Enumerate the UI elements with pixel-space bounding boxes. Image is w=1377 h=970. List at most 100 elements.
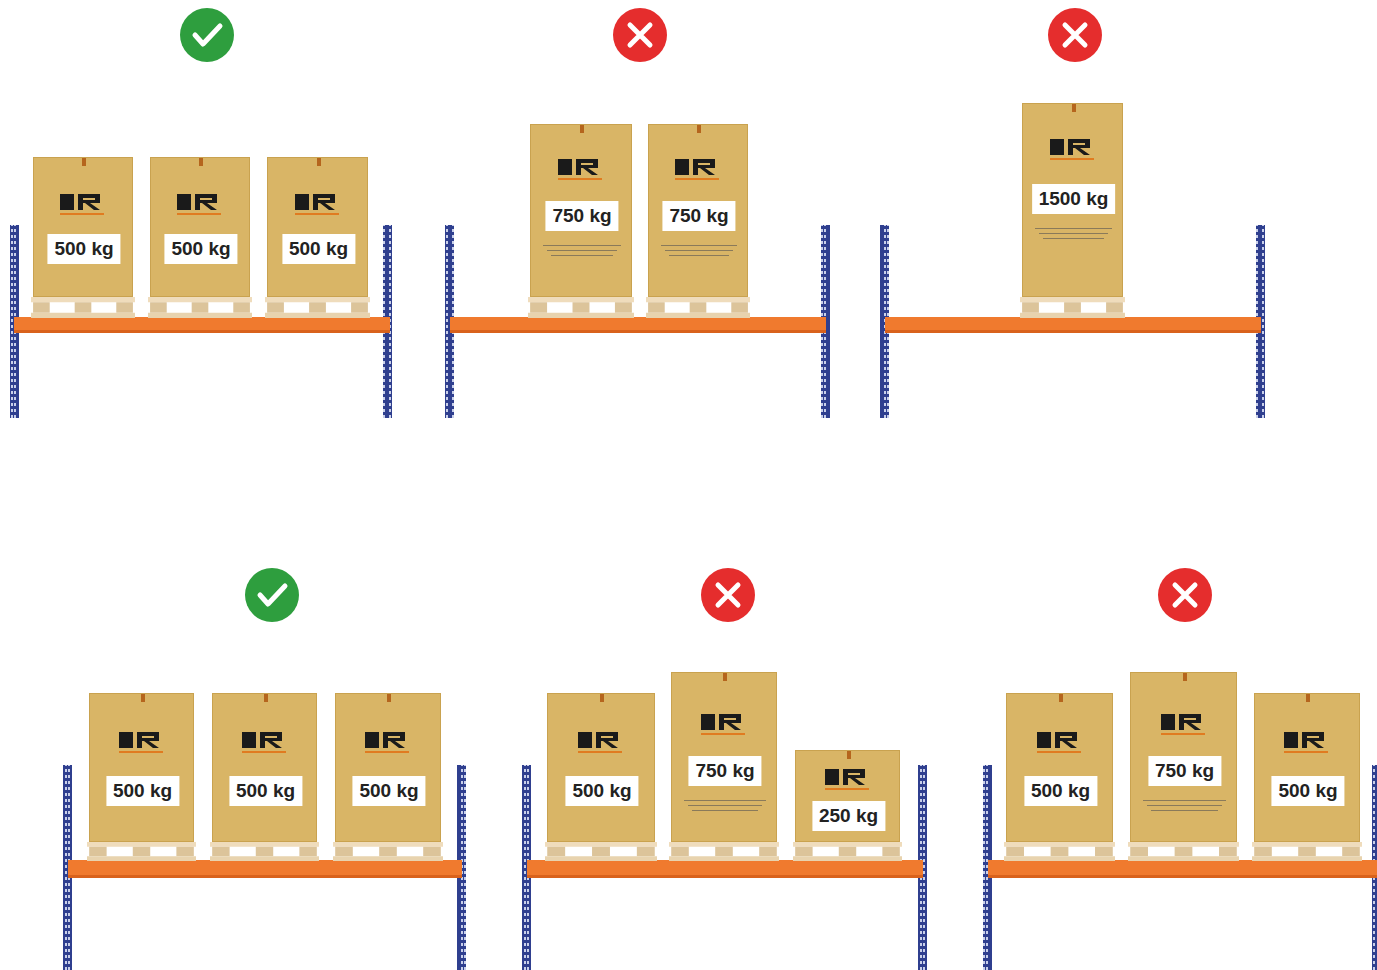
pallet-box: 250 kg [795, 750, 900, 842]
weight-label: 1500 kg [1032, 184, 1116, 214]
pallet [1128, 842, 1239, 861]
box-tab [1072, 104, 1076, 112]
brand-logo [242, 729, 286, 755]
fine-print [665, 250, 733, 251]
fine-print [1035, 228, 1112, 229]
weight-label: 500 kg [352, 776, 425, 806]
brand-logo [60, 191, 104, 217]
beam-edge [988, 875, 1377, 878]
beam-edge [885, 330, 1261, 333]
beam-edge [527, 875, 923, 878]
beam-edge [450, 330, 826, 333]
brand-logo [578, 729, 622, 755]
weight-label: 500 kg [229, 776, 302, 806]
box-tab [600, 694, 604, 702]
weight-label: 750 kg [662, 201, 735, 231]
weight-label: 500 kg [47, 234, 120, 264]
box-tab [723, 673, 727, 681]
box-tab [580, 125, 584, 133]
rack-beam [68, 860, 462, 878]
box-tab [82, 158, 86, 166]
check-mark [195, 26, 220, 44]
box-tab [847, 751, 851, 759]
pallet [31, 297, 135, 318]
pallet-box: 500 kg [267, 157, 368, 297]
cross-marker [1158, 568, 1212, 622]
pallet-box: 500 kg [150, 157, 250, 297]
pallet-box: 750 kg [671, 672, 777, 842]
brand-logo [675, 156, 719, 182]
box-tab [317, 158, 321, 166]
pallet [333, 842, 443, 861]
pallet [1004, 842, 1115, 861]
pallet-box: 500 kg [212, 693, 317, 842]
brand-logo [295, 191, 339, 217]
weight-label: 750 kg [1148, 756, 1221, 786]
brand-logo [1037, 729, 1081, 755]
pallet [1252, 842, 1362, 861]
fine-print [692, 810, 758, 811]
box-tab [264, 694, 268, 702]
cross-mark [630, 25, 650, 45]
cross-marker [613, 8, 667, 62]
rack-beam [450, 317, 826, 333]
pallet [528, 297, 634, 318]
weight-label: 750 kg [688, 756, 761, 786]
box-tab [141, 694, 145, 702]
cross-mark [1065, 25, 1085, 45]
box-tab [1183, 673, 1187, 681]
weight-label: 500 kg [164, 234, 237, 264]
pallet [669, 842, 779, 861]
box-tab [697, 125, 701, 133]
brand-logo [1161, 711, 1205, 737]
pallet [793, 842, 902, 861]
pallet [148, 297, 252, 318]
pallet-box: 500 kg [89, 693, 194, 842]
pallet-box: 750 kg [530, 124, 632, 297]
beam-edge [14, 330, 390, 333]
weight-label: 500 kg [106, 776, 179, 806]
weight-label: 750 kg [545, 201, 618, 231]
check-marker [180, 8, 234, 62]
brand-logo [1284, 729, 1328, 755]
brand-logo [701, 711, 745, 737]
pallet-box: 750 kg [648, 124, 748, 297]
pallet [87, 842, 196, 861]
fine-print [1147, 805, 1222, 806]
box-tab [1306, 694, 1310, 702]
brand-logo [365, 729, 409, 755]
weight-label: 250 kg [812, 801, 885, 831]
box-tab [1059, 694, 1063, 702]
fine-print [1043, 238, 1104, 239]
fine-print [661, 245, 737, 246]
fine-print [669, 255, 729, 256]
cross-marker [701, 568, 755, 622]
check-marker [245, 568, 299, 622]
fine-print [1039, 233, 1108, 234]
weight-label: 500 kg [565, 776, 638, 806]
brand-logo [825, 766, 869, 792]
pallet-box: 500 kg [1006, 693, 1113, 842]
rack-beam [14, 317, 390, 333]
weight-label: 500 kg [1271, 776, 1344, 806]
box-tab [199, 158, 203, 166]
fine-print [1151, 810, 1218, 811]
fine-print [547, 250, 617, 251]
cross-marker [1048, 8, 1102, 62]
rack-beam [527, 860, 923, 878]
box-tab [387, 694, 391, 702]
fine-print [1143, 800, 1226, 801]
pallet-box: 500 kg [33, 157, 133, 297]
rack-beam [885, 317, 1261, 333]
pallet [265, 297, 370, 318]
fine-print [551, 255, 613, 256]
rack-beam [988, 860, 1377, 878]
brand-logo [177, 191, 221, 217]
weight-label: 500 kg [282, 234, 355, 264]
pallet-box: 500 kg [335, 693, 441, 842]
cross-mark [718, 585, 738, 605]
pallet [210, 842, 319, 861]
pallet [1020, 297, 1125, 318]
brand-logo [558, 156, 602, 182]
fine-print [684, 800, 766, 801]
